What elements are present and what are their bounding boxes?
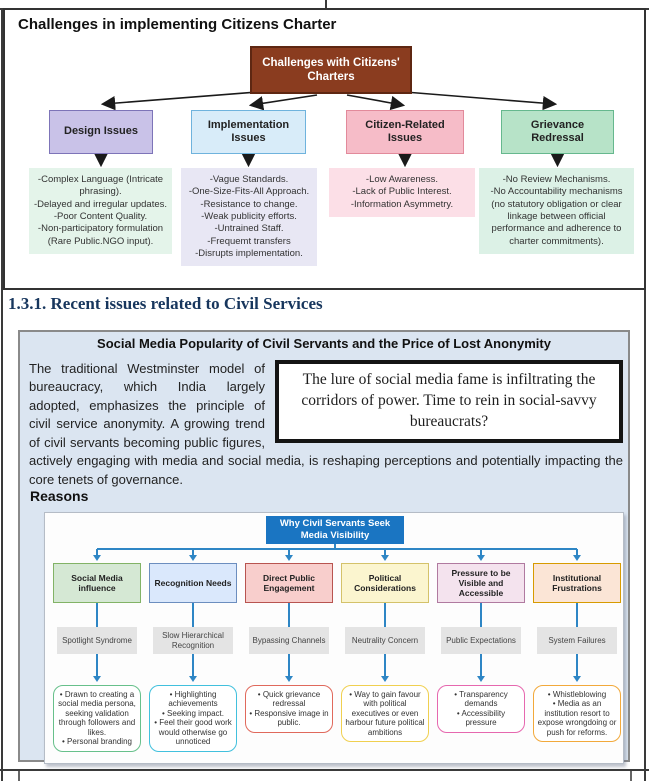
chart2-bullet-item: • Transparency demands (454, 690, 508, 709)
citizens-charter-section: Challenges in implementing Citizens Char… (3, 8, 646, 290)
chart1-list-item: -Information Asymmetry. (350, 198, 454, 210)
social-box-title: Social Media Popularity of Civil Servant… (97, 336, 551, 351)
bottom-rule (0, 769, 649, 771)
chart1-list-item: -Weak publicity efforts. (201, 211, 297, 223)
chart2-bullet-item: • Responsive image in public. (249, 708, 329, 728)
chart1-list-item: -Lack of Public Interest. (352, 186, 452, 198)
connector-line (576, 549, 578, 556)
reasons-diagram-panel: Why Civil Servants Seek Media Visibility… (44, 512, 624, 764)
chart2-bullet-box: • Highlighting achievements• Seeking imp… (149, 685, 237, 752)
reasons-label: Reasons (30, 488, 89, 504)
chart2-bullet-box: • Quick grievance redressal• Responsive … (245, 685, 333, 733)
arrowhead-icon (189, 676, 197, 682)
connector-line (97, 548, 577, 550)
chart2-header-box: Recognition Needs (149, 563, 237, 603)
chart1-header-box: Citizen-Related Issues (346, 110, 464, 154)
page-border-right (644, 8, 646, 781)
social-media-section: Social Media Popularity of Civil Servant… (18, 330, 630, 764)
chart1-list-item: -Resistance to change. (200, 198, 298, 210)
chart1-root-node: Challenges with Citizens' Charters (250, 46, 412, 94)
chart2-sub-label: Neutrality Concern (345, 627, 425, 654)
chart2-bullet-item: • Quick grievance redressal (257, 690, 321, 709)
connector-line (334, 544, 336, 548)
chart2-bullet-item: • Drawn to creating a social media perso… (58, 690, 136, 737)
chart2-header-box: Institutional Frustrations (533, 563, 621, 603)
chart1-diagram: Challenges with Citizens' Charters Desig… (5, 10, 644, 288)
chart1-list-item: -One-Size-Fits-All Approach. (188, 186, 310, 198)
social-body-wrap: The lure of social media fame is infiltr… (29, 358, 623, 489)
chart2-bullet-item: • Personal branding (62, 737, 132, 747)
chart1-list-item: -Poor Content Quality. (53, 211, 148, 223)
arrowhead-icon (381, 676, 389, 682)
chart2-bullet-item: • Feel their good work would otherwise g… (154, 718, 232, 747)
chart2-header-box: Political Considerations (341, 563, 429, 603)
social-body-text: The traditional Westminster model of bur… (29, 361, 623, 487)
chart1-list-item: -Frequemt transfers (207, 235, 291, 247)
chart1-list-box: -No Review Mechanisms.-No Accountability… (479, 168, 634, 255)
chart1-header-box: Grievance Redressal (501, 110, 614, 154)
bottom-tick (18, 771, 20, 781)
arrowhead-icon (477, 676, 485, 682)
chart1-list-item: (no statutory obligation or clear linkag… (491, 198, 622, 247)
arrowhead-icon (93, 555, 101, 561)
chart2-bullet-item: • Accessibility pressure (456, 708, 506, 728)
connector-line (96, 549, 98, 556)
chart2-bullet-box: • Whistleblowing• Media as an institutio… (533, 685, 621, 743)
arrowhead-icon (93, 676, 101, 682)
chart2-bullet-item: • Whistleblowing (547, 690, 607, 699)
chart2-bullet-item: • Way to gain favour with political exec… (345, 690, 425, 737)
chart1-arrows (93, 91, 565, 168)
chart2-sub-label: Bypassing Channels (249, 627, 329, 654)
chart2-sub-label: Spotlight Syndrome (57, 627, 137, 654)
table-edge-divider (325, 0, 327, 8)
chart2-bullet-box: • Way to gain favour with political exec… (341, 685, 429, 743)
chart1-list-box: -Low Awareness.-Lack of Public Interest.… (329, 168, 475, 218)
arrowhead-icon (285, 676, 293, 682)
chart2-bullet-box: • Drawn to creating a social media perso… (53, 685, 141, 752)
chart1-list-item: -Untrained Staff. (214, 223, 284, 235)
chart2-sub-label: Public Expectations (441, 627, 521, 654)
chart1-list-item: -Disrupts implementation. (195, 248, 303, 260)
connector-line (480, 549, 482, 556)
chart2-root-node: Why Civil Servants Seek Media Visibility (266, 516, 404, 544)
chart2-header-box: Pressure to be Visible and Accessible (437, 563, 525, 603)
connector-line (288, 549, 290, 556)
page-border-left (1, 8, 3, 781)
chart2-bullet-item: • Media as an institution resort to expo… (537, 699, 617, 737)
arrowhead-icon (381, 555, 389, 561)
chart2-header-box: Social Media influence (53, 563, 141, 603)
chart1-list-box: -Complex Language (Intricate phrasing).-… (29, 168, 172, 255)
chart2-bullet-box: • Transparency demands• Accessibility pr… (437, 685, 525, 733)
section-heading: 1.3.1. Recent issues related to Civil Se… (8, 294, 323, 313)
chart2-bullet-item: • Seeking impact. (162, 708, 224, 718)
arrowhead-icon (573, 555, 581, 561)
chart1-list-item: -Complex Language (Intricate phrasing). (37, 174, 164, 198)
arrowhead-icon (189, 555, 197, 561)
chart2-header-box: Direct Public Engagement (245, 563, 333, 603)
chart1-header-box: Implementation Issues (191, 110, 306, 154)
chart2-bullet-item: • Highlighting achievements (168, 690, 218, 709)
arrowhead-icon (477, 555, 485, 561)
arrowhead-icon (285, 555, 293, 561)
chart1-header-box: Design Issues (49, 110, 153, 154)
connector-line (384, 549, 386, 556)
chart1-list-item: -Non-participatory formulation (Rare Pub… (37, 223, 164, 247)
chart1-list-item: -No Accountability mechanisms (490, 186, 623, 198)
arrowhead-icon (573, 676, 581, 682)
chart1-list-item: -No Review Mechanisms. (502, 174, 611, 185)
chart1-list-box: -Vague Standards.-One-Size-Fits-All Appr… (181, 168, 317, 267)
chart1-list-item: -Delayed and irregular updates. (33, 198, 168, 210)
pull-quote: The lure of social media fame is infiltr… (275, 360, 623, 443)
chart2-sub-label: System Failures (537, 627, 617, 654)
bottom-tick (630, 771, 632, 781)
chart1-title: Challenges in implementing Citizens Char… (18, 16, 337, 33)
chart1-list-item: -Vague Standards. (209, 174, 289, 185)
chart1-list-item: -Low Awareness. (365, 174, 439, 185)
chart2-sub-label: Slow Hierarchical Recognition (153, 627, 233, 654)
connector-line (192, 549, 194, 556)
